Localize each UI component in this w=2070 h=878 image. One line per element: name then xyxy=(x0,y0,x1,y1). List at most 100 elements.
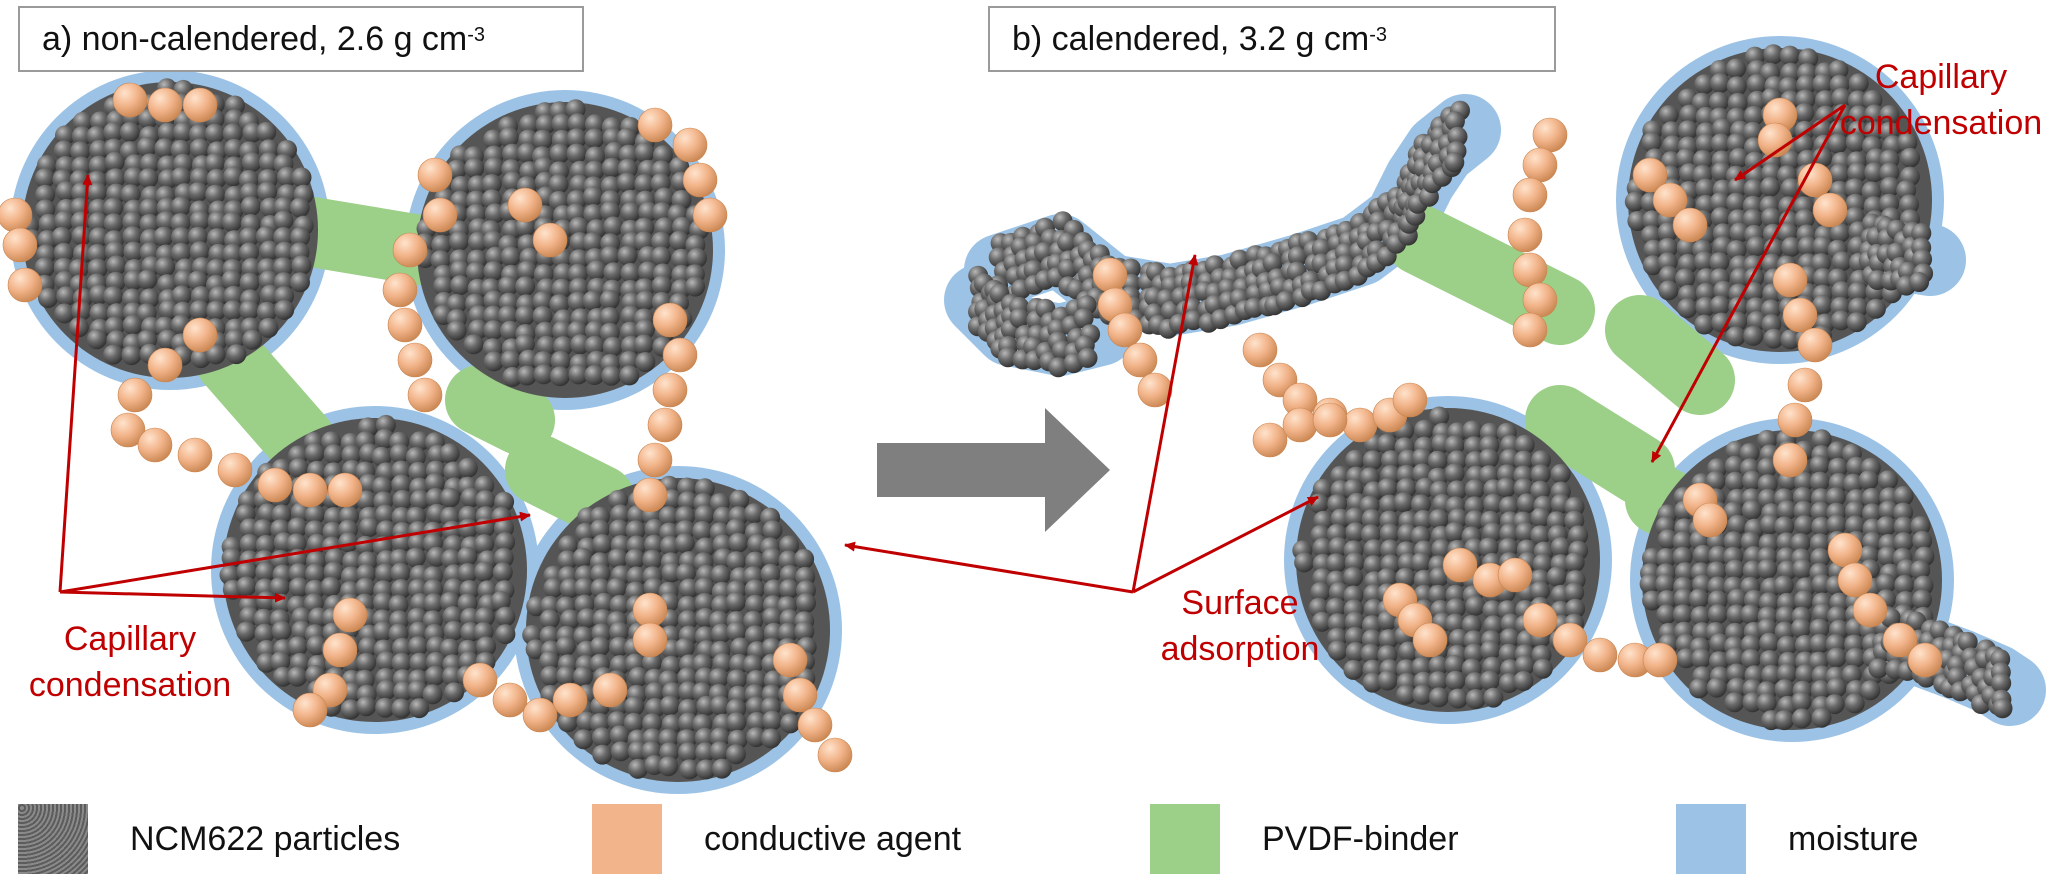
ncm622-primary-particle xyxy=(1844,693,1865,714)
ncm622-primary-particle xyxy=(760,728,781,749)
conductive-agent-particle xyxy=(797,707,833,743)
ncm622-primary-particle xyxy=(1308,493,1329,514)
ncm622-primary-particle xyxy=(1393,492,1414,513)
ncm622-primary-particle xyxy=(1812,294,1833,315)
ncm622-primary-particle xyxy=(1464,672,1485,693)
ncm622-primary-particle xyxy=(599,289,620,310)
ncm622-primary-particle xyxy=(439,443,460,464)
ncm622-primary-particle xyxy=(606,577,627,598)
ncm622-primary-particle xyxy=(87,182,108,203)
ncm622-primary-particle xyxy=(727,729,748,750)
ncm622-primary-particle xyxy=(1550,537,1571,558)
ncm622-primary-particle xyxy=(475,490,496,511)
ncm622-primary-particle xyxy=(288,458,309,479)
ncm622-primary-particle xyxy=(1727,588,1748,609)
ncm622-primary-particle xyxy=(1794,515,1815,536)
ncm622-primary-particle xyxy=(779,535,800,556)
ncm622-primary-particle xyxy=(687,248,707,268)
ncm622-primary-particle xyxy=(644,534,664,555)
ncm622-primary-particle xyxy=(372,476,393,497)
conductive-agent-particle xyxy=(632,622,668,658)
ncm622-primary-particle xyxy=(695,537,716,558)
ncm622-primary-particle xyxy=(794,548,815,569)
ncm622-primary-particle xyxy=(1672,531,1693,552)
ncm622-primary-particle xyxy=(119,122,140,142)
ncm622-primary-particle xyxy=(340,699,361,720)
ncm622-primary-particle xyxy=(1847,162,1868,183)
ncm622-primary-particle xyxy=(1792,558,1813,579)
ncm622-primary-particle xyxy=(271,504,292,525)
ncm622-primary-particle xyxy=(1829,222,1850,243)
ncm622-primary-particle xyxy=(483,261,504,282)
ncm622-primary-particle xyxy=(1642,210,1663,231)
ncm622-primary-particle xyxy=(376,520,397,541)
ncm622-primary-particle xyxy=(1868,658,1889,679)
ncm622-primary-particle xyxy=(449,260,470,281)
ncm622-primary-particle xyxy=(341,444,362,465)
ncm622-primary-particle xyxy=(123,167,144,188)
ncm622-primary-particle xyxy=(1657,237,1678,258)
ncm622-primary-particle xyxy=(71,300,92,321)
ncm622-primary-particle xyxy=(1694,314,1715,335)
conductive-agent-particle xyxy=(1512,177,1548,213)
ncm622-primary-particle xyxy=(1499,523,1520,544)
ncm622-primary-particle xyxy=(661,562,682,583)
conductive-agent-particle xyxy=(1342,407,1378,443)
annotation-arrow xyxy=(1734,103,1846,182)
ncm622-primary-particle xyxy=(1779,45,1800,66)
ncm622-primary-particle xyxy=(1362,672,1383,693)
ncm622-primary-particle xyxy=(1791,618,1811,639)
ncm622-primary-particle xyxy=(139,213,160,234)
ncm622-primary-particle xyxy=(1740,604,1761,625)
conductive-agent-particle xyxy=(397,342,433,378)
panel-b-title: b) calendered, 3.2 g cm-3 xyxy=(988,6,1556,72)
ncm622-primary-particle xyxy=(1444,522,1465,542)
ncm622-primary-particle xyxy=(103,122,124,143)
ncm622-primary-particle xyxy=(241,152,262,173)
ncm622-primary-particle xyxy=(1726,192,1746,213)
ncm622-primary-particle xyxy=(1674,562,1695,583)
ncm622-primary-particle xyxy=(1757,474,1778,495)
ncm622-primary-particle xyxy=(187,182,208,203)
ncm622-primary-particle xyxy=(1879,105,1900,125)
ncm622-primary-particle xyxy=(1878,470,1898,491)
ncm622-primary-particle xyxy=(1957,631,1978,652)
ncm622-primary-particle xyxy=(1465,689,1486,709)
ncm622-primary-particle xyxy=(1858,470,1879,491)
ncm622-primary-particle xyxy=(589,636,610,657)
ncm622-primary-particle xyxy=(583,186,603,207)
ncm622-primary-particle xyxy=(204,153,225,174)
ncm622-primary-particle xyxy=(105,168,126,189)
ncm622-primary-particle xyxy=(572,547,593,568)
ncm622-primary-particle xyxy=(1411,448,1432,469)
ncm622-primary-particle xyxy=(1311,611,1332,632)
ncm622-primary-particle xyxy=(1658,265,1679,286)
ncm622-primary-particle xyxy=(559,578,580,599)
ncm622-primary-particle xyxy=(677,595,698,616)
ncm622-primary-particle xyxy=(1809,471,1830,492)
ncm622-primary-particle xyxy=(34,257,55,278)
ncm622-primary-particle xyxy=(171,227,192,247)
conductive-agent-particle xyxy=(137,427,173,463)
ncm622-primary-particle xyxy=(502,366,523,387)
conductive-agent-particle xyxy=(1312,402,1348,438)
ncm622-primary-particle xyxy=(1428,655,1449,676)
ncm622-primary-particle xyxy=(1742,209,1763,229)
ncm622-primary-particle xyxy=(1695,296,1716,317)
ncm622-primary-particle xyxy=(408,621,429,642)
ncm622-primary-particle xyxy=(1809,533,1830,554)
ncm622-primary-particle xyxy=(1759,632,1780,653)
conductive-agent-particle xyxy=(1837,562,1873,598)
ncm622-primary-particle xyxy=(592,534,613,554)
ncm622-primary-particle xyxy=(710,564,731,585)
ncm622-primary-particle xyxy=(53,140,74,161)
ncm622-primary-particle xyxy=(1330,508,1351,529)
ncm622-primary-particle xyxy=(425,487,446,508)
ncm622-primary-particle xyxy=(566,143,587,164)
ncm622-primary-particle xyxy=(620,321,641,342)
ncm622-primary-particle xyxy=(1759,650,1780,670)
ncm622-primary-particle xyxy=(1810,501,1831,522)
ncm622-primary-particle xyxy=(1656,548,1677,568)
ncm622-primary-particle xyxy=(1900,147,1921,168)
